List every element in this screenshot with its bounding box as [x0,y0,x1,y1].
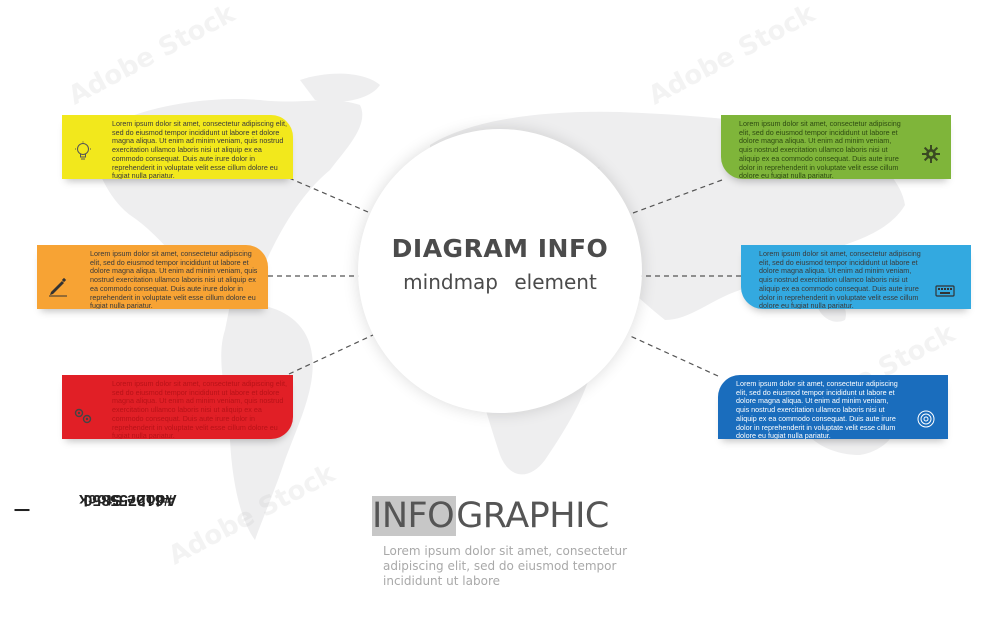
info-card-blue: Lorem ipsum dolor sit amet, consectetur … [718,375,948,439]
card-body-text: Lorem ipsum dolor sit amet, consectetur … [90,249,258,309]
center-circle: DIAGRAM INFO mindmap element [358,129,642,413]
stock-id: #612755850 [83,491,173,509]
target-icon [915,408,937,430]
connector-line [288,334,374,375]
tagline-text: Lorem ipsum dolor sit amet, consectetur … [383,544,628,588]
diagram-title: DIAGRAM INFO [391,234,609,263]
info-card-green: Lorem ipsum dolor sit amet, consectetur … [721,115,951,179]
info-card-red: Lorem ipsum dolor sit amet, consectetur … [62,375,293,439]
diagram-subtitle: mindmap element [403,270,597,294]
info-card-cyan: Lorem ipsum dolor sit amet, consectetur … [741,245,971,309]
card-body-text: Lorem ipsum dolor sit amet, consectetur … [736,379,898,439]
keyboard-icon [934,280,956,302]
connector-line [632,179,723,214]
card-body-text: Lorem ipsum dolor sit amet, consectetur … [112,119,287,179]
infographic-heading: INFOGRAPHIC [372,495,609,537]
infographic-heading-highlight: INFO [372,496,457,536]
info-card-orange: Lorem ipsum dolor sit amet, consectetur … [37,245,268,309]
lightbulb-icon [72,141,94,163]
gears-icon [72,405,94,427]
infographic-heading-rest: GRAPHIC [456,496,609,536]
stock-watermark-label: Adobe Stock | #612755850 [13,491,177,513]
connector-line [627,334,719,377]
info-card-yellow: Lorem ipsum dolor sit amet, consectetur … [62,115,293,179]
gear-icon [920,143,942,165]
connector-line [288,177,369,213]
card-body-text: Lorem ipsum dolor sit amet, consectetur … [759,249,921,309]
pencil-icon [47,275,69,297]
card-body-text: Lorem ipsum dolor sit amet, consectetur … [739,119,901,179]
card-body-text: Lorem ipsum dolor sit amet, consectetur … [112,379,287,439]
